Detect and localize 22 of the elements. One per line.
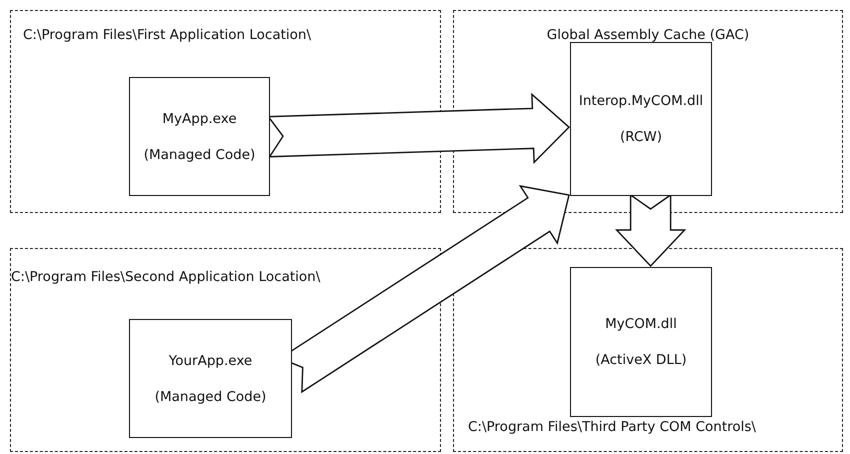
folder-path-label: Global Assembly Cache (GAC): [546, 27, 750, 43]
component-box: [570, 42, 712, 196]
folder-path-label: C:\Program Files\First Application Location\: [23, 27, 312, 43]
file-name: MyApp.exe: [162, 110, 237, 126]
file-description: (ActiveX DLL): [595, 352, 687, 368]
component-box: [570, 267, 712, 417]
file-name: Interop.MyCOM.dll: [578, 93, 704, 109]
file-name: YourApp.exe: [168, 352, 252, 368]
folder-region: [453, 248, 843, 452]
folder-region: [453, 10, 843, 213]
file-description: (Managed Code): [144, 146, 256, 162]
block-arrow: [614, 194, 686, 268]
component-box: [129, 77, 270, 196]
folder-path-label: C:\Program Files\Third Party COM Controls\: [468, 419, 756, 435]
folder-region: [10, 248, 441, 452]
file-description: (RCW): [620, 129, 662, 145]
folder-path-label: C:\Program Files\Second Application Location\: [11, 269, 320, 285]
block-arrow: [267, 92, 570, 164]
component-box: [129, 319, 292, 438]
folder-region: [10, 10, 441, 213]
file-description: (Managed Code): [154, 388, 266, 404]
file-name: MyCOM.dll: [605, 316, 677, 332]
